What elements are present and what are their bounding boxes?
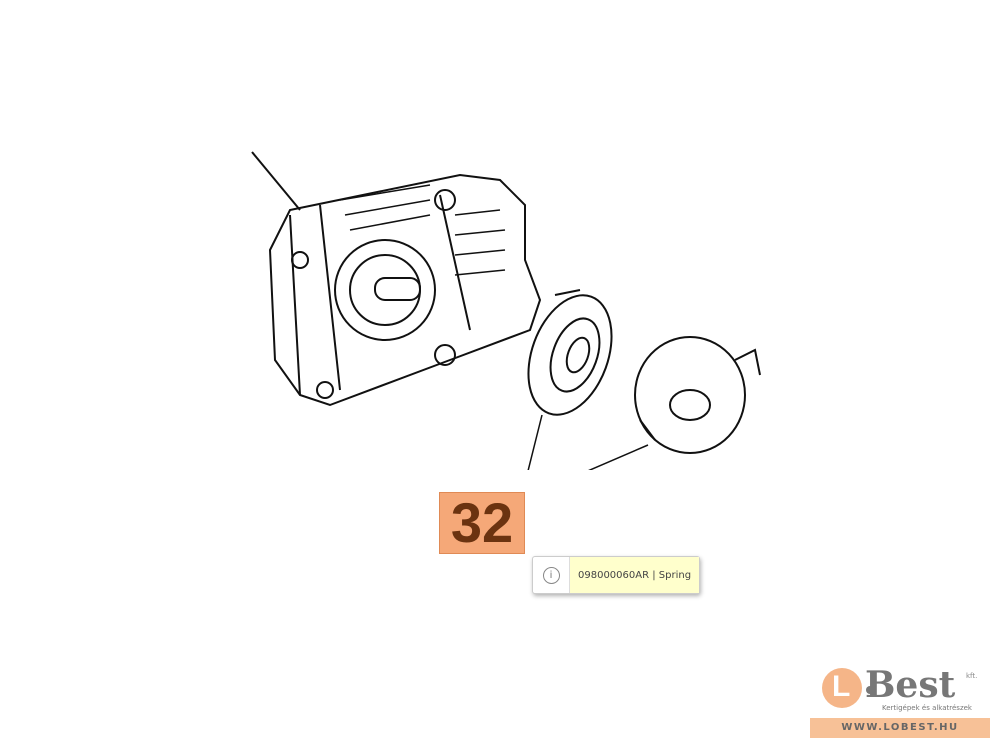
logo-suffix: kft. bbox=[966, 672, 978, 680]
part-tooltip: i 098000060AR | Spring bbox=[532, 556, 700, 594]
logo-dot bbox=[866, 686, 874, 694]
parts-diagram-starter-assembly bbox=[251, 151, 761, 470]
spring bbox=[527, 294, 613, 416]
part-callout-32[interactable]: 32 bbox=[439, 492, 525, 554]
tooltip-text: 098000060AR | Spring bbox=[570, 557, 699, 593]
leader-lines bbox=[527, 414, 649, 470]
spring-cover bbox=[634, 336, 746, 454]
logo-brand: Best bbox=[865, 664, 956, 706]
logo-letter: L bbox=[832, 670, 851, 703]
info-icon: i bbox=[533, 557, 570, 593]
starter-rope bbox=[251, 151, 301, 211]
fan-wheel bbox=[334, 239, 436, 341]
lobest-logo: L Best kft. Kertigépek és alkatrészek WW… bbox=[810, 662, 990, 742]
info-glyph: i bbox=[542, 566, 560, 584]
logo-tagline: Kertigépek és alkatrészek bbox=[882, 704, 972, 712]
shaft bbox=[374, 277, 421, 301]
logo-circle-icon: L bbox=[822, 668, 862, 708]
logo-url: WWW.LOBEST.HU bbox=[810, 718, 990, 738]
